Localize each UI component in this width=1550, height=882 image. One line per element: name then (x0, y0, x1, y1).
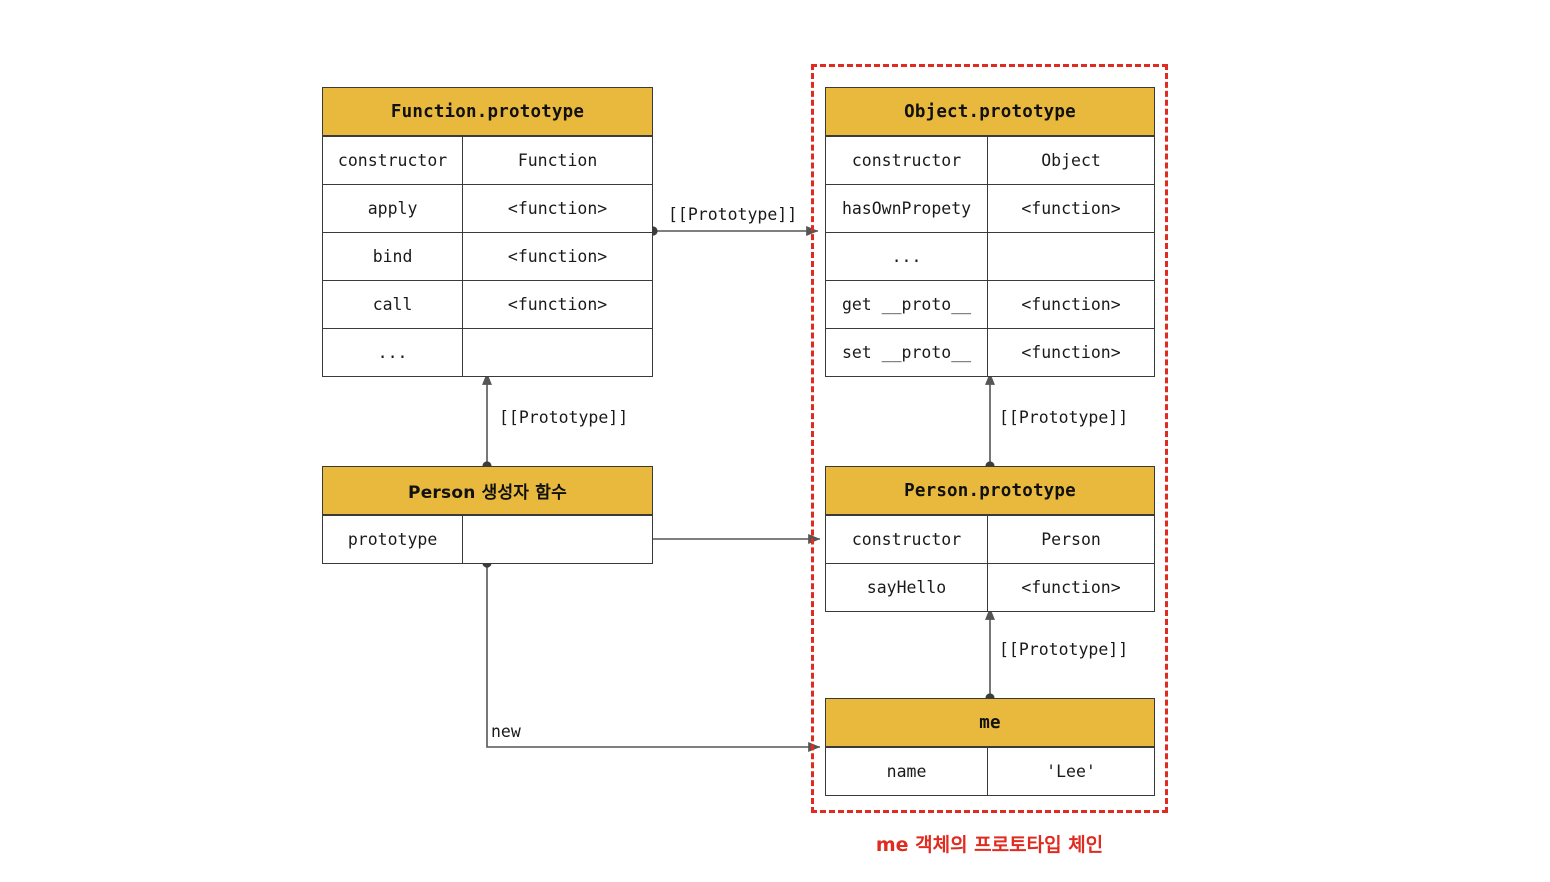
table-row: name 'Lee' (826, 747, 1154, 795)
property-key: constructor (826, 137, 989, 184)
table-me-object: me name 'Lee' (825, 698, 1155, 796)
table-title: Object.prototype (826, 88, 1154, 136)
table-row: sayHello <function> (826, 563, 1154, 611)
table-row: hasOwnPropety <function> (826, 184, 1154, 232)
property-key: name (826, 748, 989, 795)
prototype-chain-region (811, 64, 1168, 813)
table-row: constructor Person (826, 515, 1154, 563)
property-value (988, 233, 1154, 280)
property-key: prototype (323, 516, 464, 563)
property-key: ... (826, 233, 989, 280)
edge-label-person-to-function: [[Prototype]] (499, 408, 629, 427)
table-title: Function.prototype (323, 88, 652, 136)
table-title: me (826, 699, 1154, 747)
wire-function-to-object (648, 226, 819, 236)
property-key: set __proto__ (826, 329, 989, 376)
property-value: 'Lee' (1046, 762, 1096, 781)
property-value (463, 516, 652, 563)
table-row: constructor Function (323, 136, 652, 184)
table-row: get __proto__ <function> (826, 280, 1154, 328)
table-person-constructor: Person 생성자 함수 prototype (322, 466, 653, 564)
prototype-chain-caption: me 객체의 프로토타입 체인 (875, 834, 1104, 856)
edge-label-personprototype-to-objectprototype: [[Prototype]] (999, 408, 1129, 427)
property-key: sayHello (826, 564, 989, 611)
property-key: bind (323, 233, 464, 280)
property-key: constructor (826, 516, 989, 563)
property-value: Person (1041, 530, 1101, 549)
property-value: <function> (1021, 199, 1121, 218)
table-row: call <function> (323, 280, 652, 328)
edge-label-me-to-personprototype: [[Prototype]] (999, 640, 1129, 659)
table-row: ... (826, 232, 1154, 280)
property-value (463, 329, 652, 376)
edge-label-new: new (491, 722, 521, 741)
table-row: apply <function> (323, 184, 652, 232)
table-title: Person.prototype (826, 467, 1154, 515)
property-key: ... (323, 329, 464, 376)
property-value: <function> (507, 247, 608, 266)
property-key: apply (323, 185, 464, 232)
property-value: <function> (1021, 295, 1121, 314)
property-key: get __proto__ (826, 281, 989, 328)
property-key: constructor (323, 137, 464, 184)
table-person-prototype: Person.prototype constructor Person sayH… (825, 466, 1155, 612)
table-row: constructor Object (826, 136, 1154, 184)
edge-label-function-to-object: [[Prototype]] (668, 205, 798, 224)
table-row: bind <function> (323, 232, 652, 280)
table-function-prototype: Function.prototype constructor Function … (322, 87, 653, 377)
wire-new-to-me (482, 558, 821, 752)
table-row: ... (323, 328, 652, 376)
property-value: Function (517, 151, 598, 170)
property-value: <function> (507, 199, 608, 218)
table-row: set __proto__ <function> (826, 328, 1154, 376)
table-object-prototype: Object.prototype constructor Object hasO… (825, 87, 1155, 377)
property-value: <function> (507, 295, 608, 314)
wire-person-to-function-prototype (482, 372, 492, 471)
property-key: call (323, 281, 464, 328)
property-value: Object (1041, 151, 1101, 170)
property-key: hasOwnPropety (826, 185, 989, 232)
table-row: prototype (323, 515, 652, 563)
table-title: Person 생성자 함수 (323, 467, 652, 515)
property-value: <function> (1021, 578, 1121, 597)
property-value: <function> (1021, 343, 1121, 362)
